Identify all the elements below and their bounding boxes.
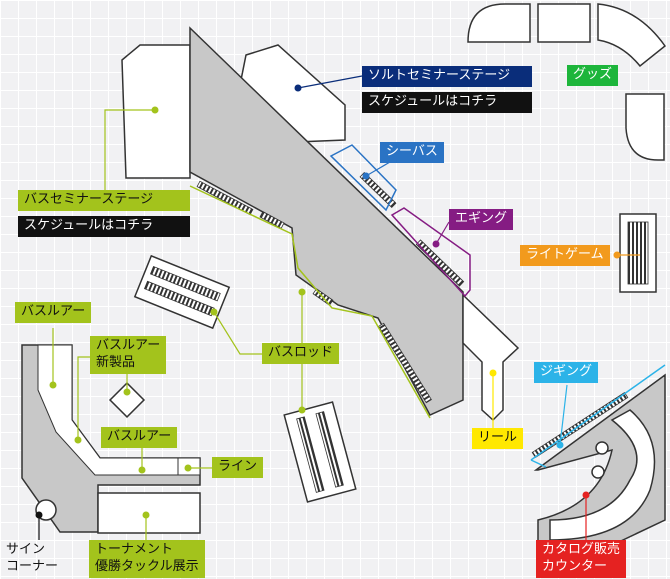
goods-label: グッズ	[567, 65, 619, 86]
reel-counter	[462, 293, 520, 422]
corner-line: コーナー	[6, 558, 59, 574]
bass-rod-label: バスロッド	[262, 343, 340, 364]
sign-line: サイン	[6, 542, 46, 557]
salt-seminar-label: ソルトセミナーステージ	[362, 66, 532, 87]
line-label: ライン	[212, 457, 264, 478]
tournament-display	[97, 492, 201, 534]
goods-area	[467, 3, 667, 161]
tournament-label: トーナメント 優勝タックル展示	[89, 540, 205, 578]
bass-lure-label-2: バスルアー	[101, 427, 178, 448]
stool-icon	[591, 465, 605, 479]
sign-corner-label: サイン コーナー	[6, 542, 58, 576]
light-game-rack	[619, 213, 657, 293]
tournament-line: トーナメント	[95, 542, 174, 557]
catalog-sales-line: カタログ販売	[542, 542, 621, 557]
jigging-zone-outline	[530, 364, 666, 468]
salt-schedule-link[interactable]: スケジュールはコチラ	[362, 92, 532, 113]
catalog-desk	[549, 409, 656, 541]
leader-dots	[35, 84, 621, 519]
catalog-counter-label: カタログ販売 カウンター	[536, 540, 627, 578]
light-game-label: ライトゲーム	[520, 245, 610, 266]
bass-schedule-link[interactable]: スケジュールはコチラ	[18, 216, 190, 237]
stool-icon	[595, 441, 609, 455]
bass-lure-label-1: バスルアー	[15, 302, 92, 323]
bass-seminar-label: バスセミナーステージ	[18, 190, 190, 211]
bass-lure-new-products-label: バスルアー 新製品	[90, 336, 167, 374]
sea-bass-label: シーバス	[380, 142, 444, 163]
bass-rod-racks	[133, 254, 357, 503]
bass-lure-new-line: バスルアー	[96, 338, 161, 353]
new-products-line: 新製品	[96, 354, 136, 370]
reel-label: リール	[472, 428, 524, 449]
new-products-stand	[108, 381, 146, 419]
sea-bass-zone-outline	[329, 144, 397, 212]
wall-racks	[196, 171, 465, 404]
eging-label: エギング	[449, 209, 514, 230]
counter-line: カウンター	[542, 558, 608, 574]
bass-rod-zone-outline	[189, 185, 431, 419]
leader-lines	[38, 75, 640, 542]
jigging-label: ジギング	[534, 362, 599, 383]
winning-tackle-line: 優勝タックル展示	[95, 558, 199, 574]
eging-zone-outline	[390, 207, 471, 298]
main-display-wall	[189, 26, 464, 416]
